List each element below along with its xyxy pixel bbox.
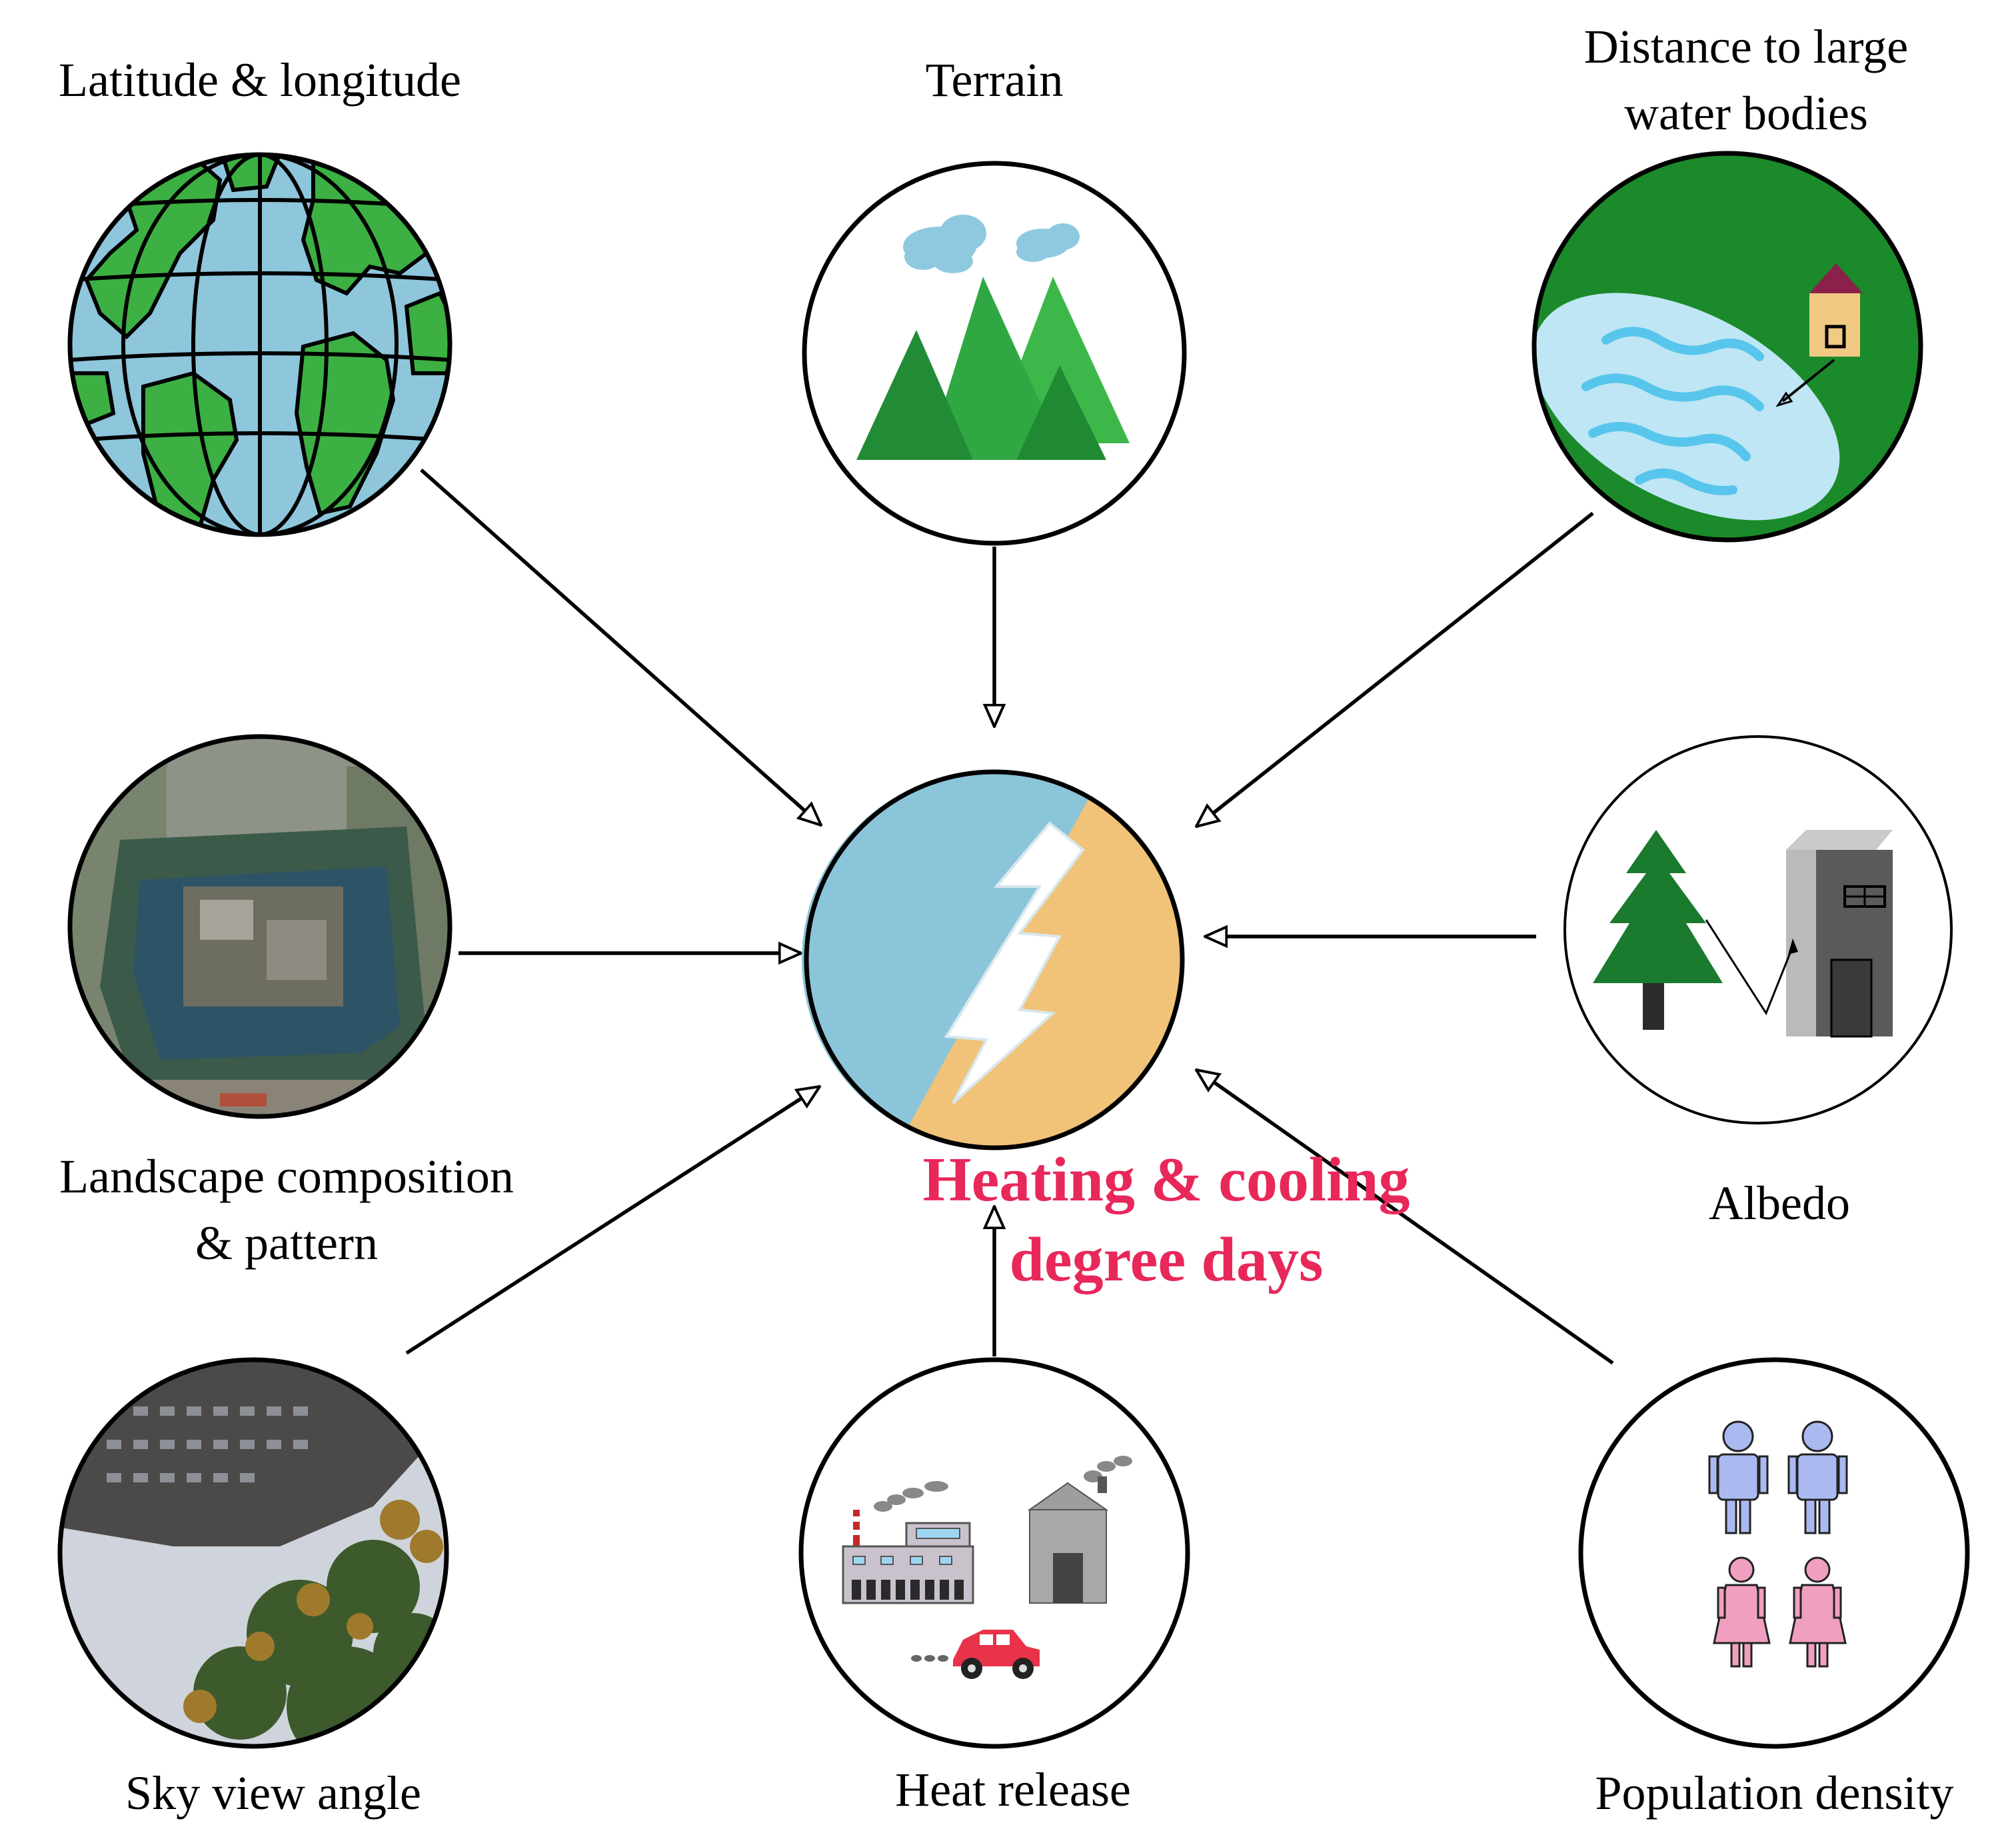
label-text: Latitude & longitude: [59, 53, 461, 107]
label-text: Sky view angle: [125, 1766, 421, 1820]
label-landscape: Landscape composition & pattern: [0, 1143, 573, 1276]
center-label-line1: Heating & cooling: [922, 1145, 1410, 1214]
arrow-sky: [405, 1086, 820, 1355]
label-population-density: Population density: [1533, 1760, 2016, 1826]
label-sky-view: Sky view angle: [27, 1760, 520, 1826]
label-distance-to-water: Distance to large water bodies: [1493, 13, 1999, 147]
globe-icon: [67, 152, 453, 537]
arrow-latlon: [420, 468, 821, 825]
label-text: Albedo: [1709, 1176, 1850, 1230]
lake-house-icon: [1531, 151, 1923, 543]
center-label: Heating & cooling degree days: [853, 1140, 1480, 1300]
label-text: Terrain: [925, 53, 1064, 107]
label-text-line2: & pattern: [195, 1216, 378, 1270]
label-albedo: Albedo: [1579, 1170, 1979, 1236]
label-text: Population density: [1595, 1766, 1954, 1820]
label-heat-release: Heat release: [800, 1756, 1226, 1823]
center-label-line2: degree days: [1009, 1225, 1324, 1294]
label-latitude-longitude: Latitude & longitude: [0, 47, 520, 113]
mountains-icon: [802, 161, 1187, 546]
arrow-water: [1196, 511, 1594, 827]
sky-photo-icon: [57, 1357, 449, 1749]
factory-car-icon: [798, 1357, 1190, 1749]
people-icon: [1578, 1357, 1970, 1749]
label-text-line1: Distance to large: [1583, 20, 1909, 73]
connector-arrows: [405, 468, 1614, 1365]
label-text-line2: water bodies: [1624, 87, 1868, 140]
label-text: Heat release: [895, 1763, 1131, 1816]
tree-building-icon: [1563, 735, 1953, 1124]
label-text-line1: Landscape composition: [59, 1150, 514, 1203]
lightning-bolt-icon: [802, 769, 1185, 1150]
satellite-image-icon: [67, 734, 453, 1119]
arrow-population: [1196, 1070, 1614, 1365]
label-terrain: Terrain: [794, 47, 1194, 113]
